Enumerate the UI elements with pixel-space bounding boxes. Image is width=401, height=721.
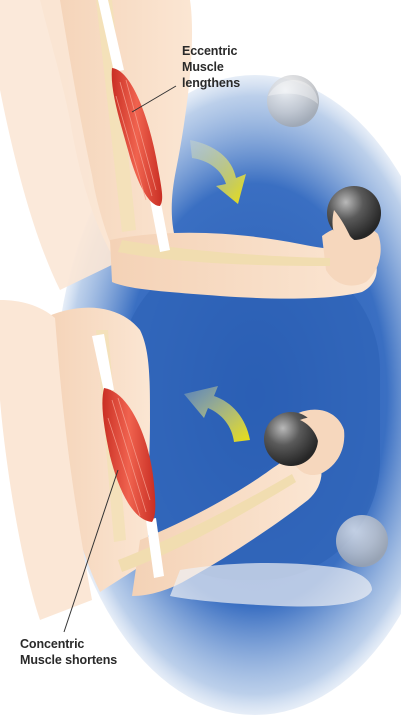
ghost-ball-lower — [336, 515, 388, 567]
concentric-label-line2: Muscle shortens — [20, 652, 117, 668]
eccentric-label-line3: lengthens — [182, 75, 240, 91]
concentric-label-line1: Concentric — [20, 636, 117, 652]
eccentric-label-line2: Muscle — [182, 59, 240, 75]
ghost-forearm-lower — [170, 563, 372, 606]
concentric-label: Concentric Muscle shortens — [20, 636, 117, 668]
eccentric-label: Eccentric Muscle lengthens — [182, 43, 240, 91]
eccentric-label-line1: Eccentric — [182, 43, 240, 59]
